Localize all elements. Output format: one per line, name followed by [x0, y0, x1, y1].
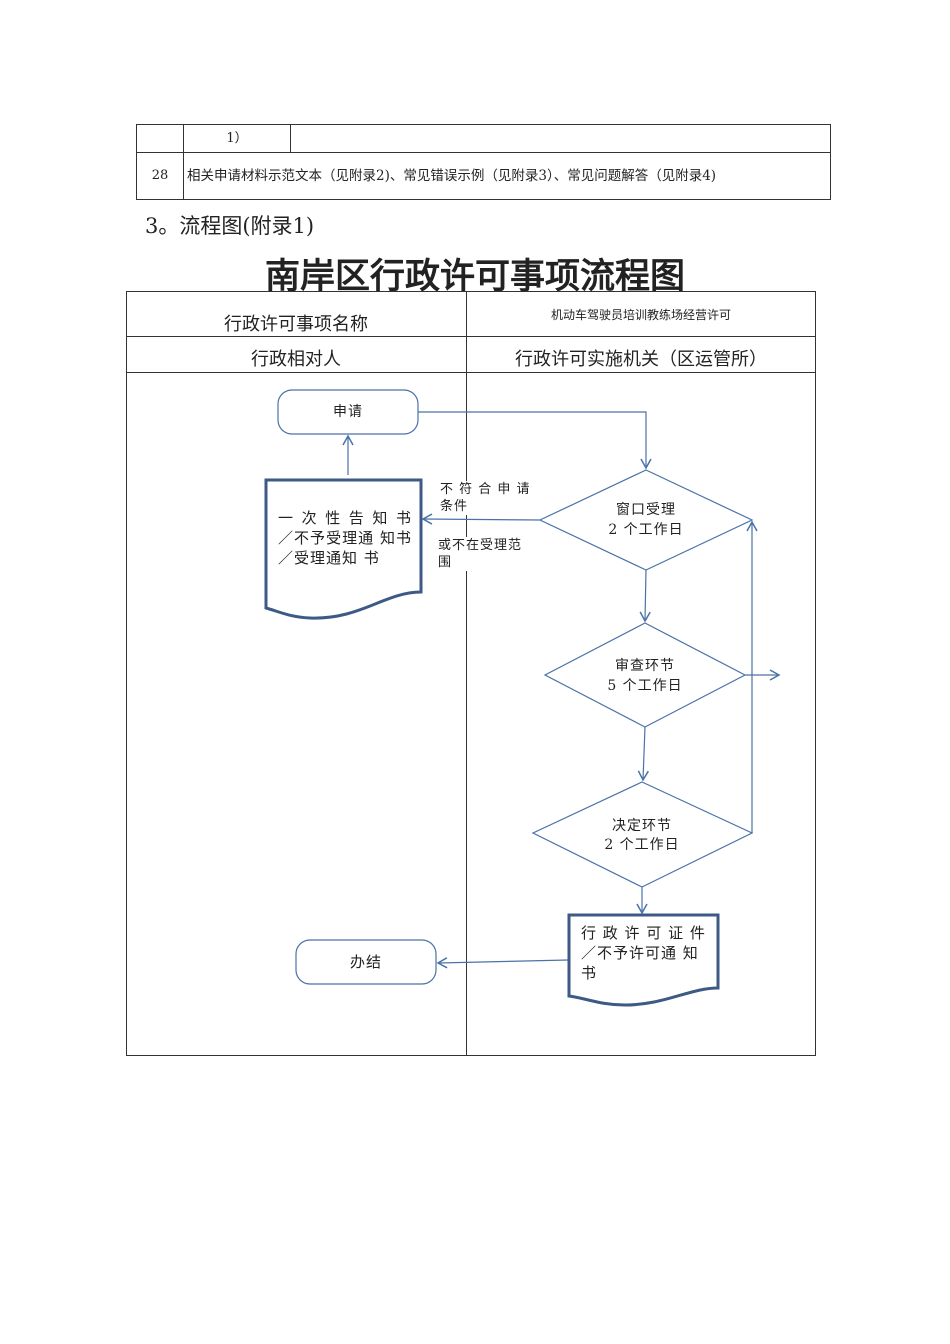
result-document-text: 行 政 许 可 证 件／不予许可通 知书 [581, 924, 706, 982]
lane-divider [466, 291, 467, 1056]
step3-days: 2 个工作日 [604, 837, 680, 853]
reject-note: 不 符 合 申 请 条件 [440, 481, 538, 515]
section-heading: 3。流程图(附录1) [145, 214, 315, 238]
name-value: 机动车驾驶员培训教练场经营许可 [550, 308, 731, 322]
finish-step: 办结 [349, 953, 382, 971]
step1-name: 窗口受理 [616, 502, 676, 518]
name-label: 行政许可事项名称 [224, 314, 368, 335]
apply-step: 申请 [333, 404, 363, 420]
step1-diamond [538, 469, 754, 571]
reject-note-scope: 或不在受理范 围 [438, 537, 538, 571]
finish-shape [295, 939, 437, 985]
divider [126, 336, 816, 337]
step1-days: 2 个工作日 [608, 522, 684, 538]
lane-right-label: 行政许可实施机关（区运管所） [515, 349, 767, 370]
notice-document-text: 一 次 性 告 知 书／不予受理通 知书／受理通知 书 [278, 509, 412, 567]
divider [126, 372, 816, 373]
notice-document-shape [264, 478, 423, 620]
table-cell: 相关申请材料示范文本（见附录2)、常见错误示例（见附录3）、常见问题解答（见附录… [183, 152, 831, 200]
step2-days: 5 个工作日 [607, 678, 683, 694]
lane-left-label: 行政相对人 [251, 349, 341, 370]
flowchart-frame [126, 291, 816, 1056]
result-document-shape [567, 913, 720, 1007]
step3-name: 决定环节 [612, 818, 672, 834]
flowchart-title: 南岸区行政许可事项流程图 [264, 256, 685, 297]
step2-name: 审查环节 [615, 658, 675, 674]
